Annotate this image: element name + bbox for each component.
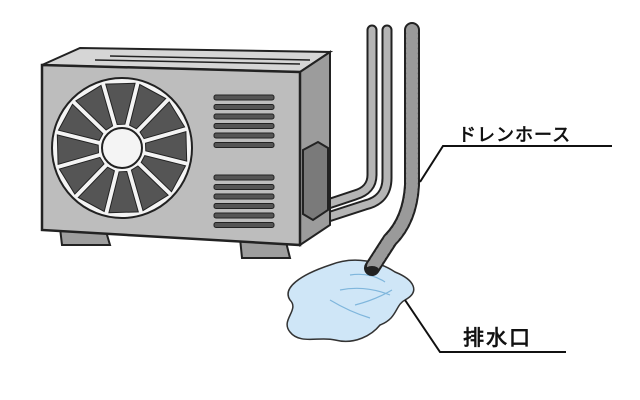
valve-cover bbox=[302, 140, 329, 222]
fan-blade bbox=[129, 83, 167, 130]
vent-slat bbox=[213, 142, 275, 148]
drain-hose bbox=[364, 22, 420, 276]
vent-slat bbox=[213, 123, 275, 129]
fan-blade bbox=[140, 155, 187, 193]
vent-slats bbox=[213, 94, 275, 228]
drain-hose-label: ドレンホース bbox=[458, 125, 572, 146]
fan-blade bbox=[77, 166, 115, 213]
vent-slat bbox=[213, 94, 275, 101]
fan-blade bbox=[130, 165, 169, 212]
vent-slat bbox=[213, 113, 275, 120]
drain-outlet-leader-line bbox=[404, 299, 566, 353]
drain-outlet-label: 排水口 bbox=[463, 326, 532, 350]
vent-slat bbox=[213, 212, 275, 219]
fan-blade bbox=[108, 170, 139, 214]
fan-blade bbox=[75, 84, 114, 131]
fan-blade bbox=[56, 134, 100, 165]
vent-slat bbox=[213, 203, 275, 209]
vent-slat bbox=[213, 104, 275, 110]
vent-slat bbox=[213, 184, 275, 190]
fan-blade bbox=[144, 131, 188, 162]
fan-blade bbox=[58, 156, 105, 195]
vent-slat bbox=[213, 132, 275, 139]
fan-blade bbox=[57, 103, 104, 141]
fan-blade bbox=[105, 82, 136, 126]
refrigerant-pipes bbox=[319, 24, 393, 224]
fan-icon bbox=[51, 77, 193, 219]
vent-slat bbox=[213, 222, 275, 228]
drain-hose-leader-line bbox=[419, 145, 612, 183]
vent-slat bbox=[213, 193, 275, 200]
fan-blade bbox=[139, 101, 186, 140]
water-puddle bbox=[286, 259, 415, 342]
vent-slat bbox=[213, 174, 275, 181]
